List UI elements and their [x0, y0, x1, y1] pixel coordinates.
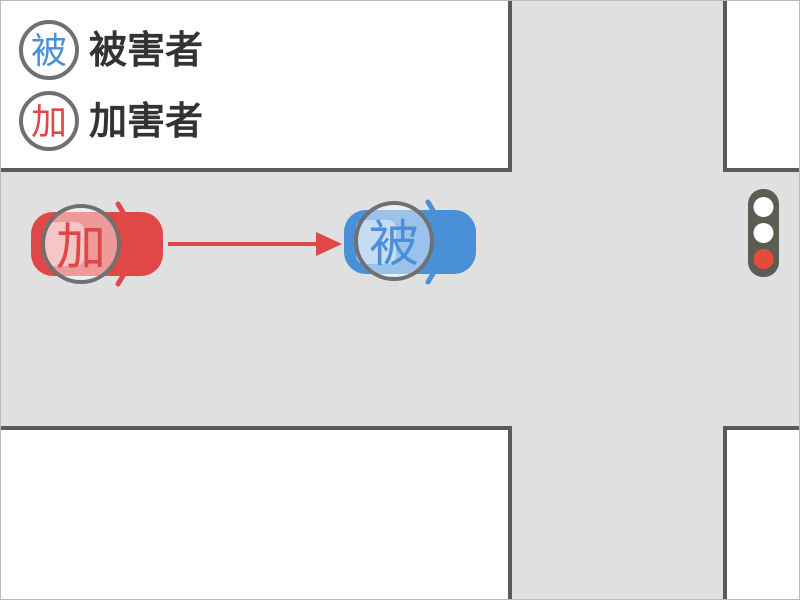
aggressor-car-symbol: 加 — [56, 218, 106, 276]
victim-car-badge — [354, 201, 434, 281]
legend-item-aggressor: 加 加害者 — [19, 91, 203, 151]
traffic-light-lamp-top — [753, 197, 774, 217]
traffic-light-lamp-middle — [753, 223, 774, 243]
legend-victim-symbol: 被 — [31, 31, 67, 72]
aggressor-car-mirrors — [115, 201, 127, 287]
victim-car-window — [356, 220, 396, 264]
victim-car-mirrors — [425, 199, 437, 285]
legend: 被 被害者 加 加害者 — [19, 20, 203, 151]
traffic-light — [748, 189, 779, 277]
legend-aggressor-label: 加害者 — [89, 99, 203, 143]
legend-victim-badge — [19, 20, 79, 80]
victim-car: 被 — [344, 199, 476, 285]
victim-car-symbol: 被 — [369, 215, 419, 273]
legend-victim-label: 被害者 — [89, 28, 203, 72]
legend-aggressor-badge — [19, 91, 79, 151]
curb-bottom-left — [0, 426, 512, 600]
aggressor-car-window — [44, 222, 84, 266]
legend-item-victim: 被 被害者 — [19, 20, 203, 80]
legend-aggressor-symbol: 加 — [31, 102, 67, 143]
curb-top-right — [723, 0, 800, 172]
curb-bottom-right — [723, 426, 800, 600]
movement-arrow-head — [316, 232, 342, 256]
vertical-road — [510, 0, 725, 600]
curb-top-left — [0, 0, 512, 172]
traffic-light-lamp-red — [753, 249, 774, 269]
aggressor-car-badge — [41, 204, 121, 284]
aggressor-car: 加 — [31, 201, 163, 287]
movement-arrow — [168, 232, 342, 256]
